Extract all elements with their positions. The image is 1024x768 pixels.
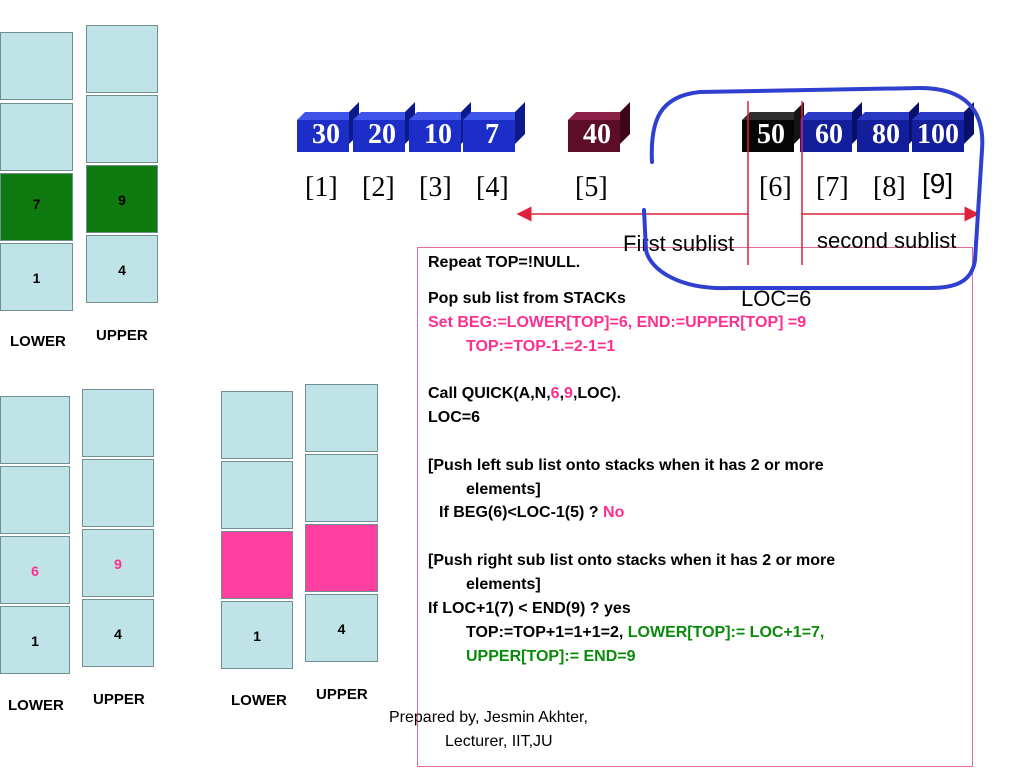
stack-cell: 4: [305, 594, 378, 662]
stack-cell: [82, 459, 154, 527]
upper-label: UPPER: [316, 686, 368, 703]
stack-cell: [305, 524, 378, 592]
cell-value: 4: [118, 262, 126, 278]
panel-line-elements-2: elements]: [466, 576, 541, 593]
stack-cell: [221, 531, 293, 599]
text-end: 9: [564, 385, 573, 402]
panel-line-top-inc: TOP:=TOP+1=1+1=2, LOWER[TOP]:= LOC+1=7,: [466, 624, 824, 642]
array-value: 30: [312, 119, 340, 150]
instruction-panel: [417, 247, 973, 767]
array-value: 7: [485, 119, 499, 150]
panel-line-elements: elements]: [466, 481, 541, 498]
text-lower-top: LOWER[TOP]:= LOC+1=7,: [627, 624, 825, 641]
cell-value: 9: [118, 192, 126, 208]
text-top-inc: TOP:=TOP+1=1+1=2,: [466, 624, 624, 641]
panel-line-set: Set BEG:=LOWER[TOP]=6, END:=UPPER[TOP] =…: [428, 314, 807, 331]
cell-value: 1: [253, 628, 261, 644]
stack-cell: [86, 95, 158, 163]
stack-cell: 4: [82, 599, 154, 667]
array-value: 10: [424, 119, 452, 150]
stack-cell: [0, 32, 73, 100]
stack-cell: [305, 454, 378, 522]
stack-cell: [305, 384, 378, 452]
array-index: [3]: [419, 172, 452, 203]
array-value: 60: [815, 119, 843, 150]
text-if-beg: If BEG(6)<LOC-1(5) ?: [439, 504, 599, 521]
stack-cell: 1: [221, 601, 293, 669]
array-index: [9]: [922, 168, 954, 199]
stack-cell: 7: [0, 173, 73, 241]
panel-line-push-left: [Push left sub list onto stacks when it …: [428, 457, 824, 474]
stack-cell: 1: [0, 606, 70, 674]
second-sublist-label: second sublist: [817, 228, 957, 253]
panel-line-upper-top: UPPER[TOP]:= END=9: [466, 648, 636, 665]
stack-cell: [0, 103, 73, 171]
credit-line-2: Lecturer, IIT,JU: [445, 733, 553, 750]
panel-line-if-loc: If LOC+1(7) < END(9) ? yes: [428, 600, 631, 617]
cell-value: 1: [31, 633, 39, 649]
upper-label: UPPER: [96, 327, 148, 344]
first-sublist-label: First sublist: [623, 231, 735, 256]
cell-value: 7: [32, 196, 41, 212]
panel-line-if-beg: If BEG(6)<LOC-1(5) ? No: [439, 504, 624, 522]
array-index: [4]: [476, 172, 509, 203]
stack-cell: 9: [86, 165, 158, 233]
stack-cell: 1: [0, 243, 73, 311]
text-comma: ,: [559, 385, 565, 402]
stack-cell: [221, 461, 293, 529]
array-index: [6]: [759, 172, 792, 203]
upper-label: UPPER: [93, 691, 145, 708]
array-index: [8]: [873, 172, 906, 203]
cell-value: 9: [114, 556, 122, 572]
panel-line-loc: LOC=6: [428, 409, 481, 426]
array-index: [7]: [816, 172, 849, 203]
array-index: [5]: [575, 172, 608, 203]
cell-value: 1: [32, 270, 41, 286]
panel-line-call: Call QUICK(A,N,6,9,LOC).: [428, 385, 621, 403]
array-index: [1]: [305, 172, 338, 203]
lower-label: LOWER: [231, 692, 287, 709]
lower-label: LOWER: [10, 333, 66, 350]
cell-value: 4: [114, 626, 122, 642]
lower-label: LOWER: [8, 697, 64, 714]
text-loc: ,LOC).: [572, 385, 621, 402]
cell-value: 4: [337, 621, 346, 637]
text-call: Call QUICK(A,N,: [428, 385, 551, 402]
stack-cell: [0, 396, 70, 464]
stack-cell: 6: [0, 536, 70, 604]
array-value: 100: [917, 119, 959, 150]
credit-line-1: Prepared by, Jesmin Akhter,: [389, 709, 588, 726]
panel-line-pop: Pop sub list from STACKs: [428, 290, 626, 307]
text-no: No: [603, 504, 625, 521]
array-value: 20: [368, 119, 396, 150]
array-index: [2]: [362, 172, 395, 203]
panel-line-repeat: Repeat TOP=!NULL.: [428, 254, 581, 271]
stack-cell: [86, 25, 158, 93]
panel-line-push-right: [Push right sub list onto stacks when it…: [428, 552, 836, 569]
stack-cell: 9: [82, 529, 154, 597]
cell-value: 6: [31, 563, 39, 579]
text-beg: 6: [550, 385, 560, 402]
array-value: 80: [872, 119, 900, 150]
stack-cell: 4: [86, 235, 158, 303]
stack-cell: [82, 389, 154, 457]
array-value: 40: [583, 119, 611, 150]
loc-label: LOC=6: [741, 286, 812, 311]
panel-line-top: TOP:=TOP-1.=2-1=1: [466, 338, 616, 355]
array-value: 50: [757, 119, 785, 150]
stack-cell: [0, 466, 70, 534]
stack-cell: [221, 391, 293, 459]
